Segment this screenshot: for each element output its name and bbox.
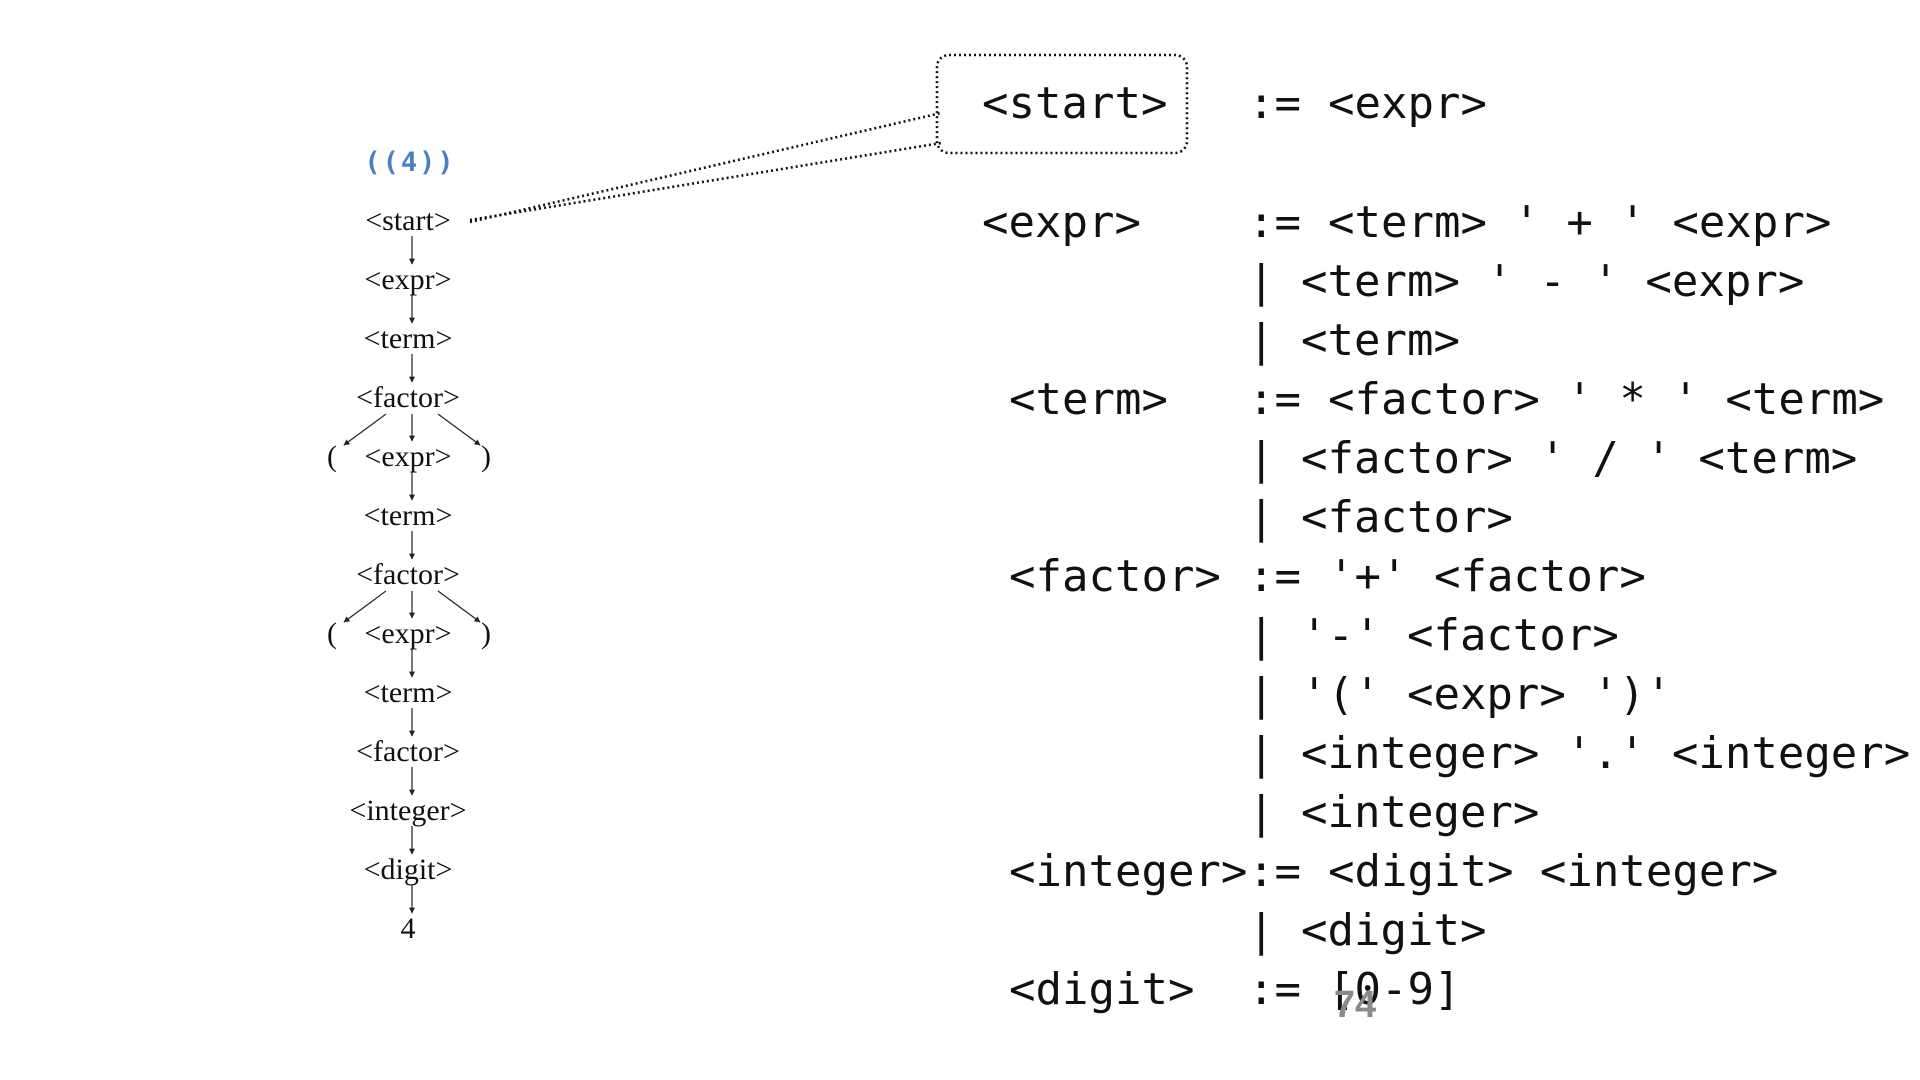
define-op: := — [1248, 197, 1301, 248]
alt-op: | — [1248, 610, 1275, 661]
tree-node-expr: <expr> — [364, 440, 451, 473]
define-op: := — [1248, 551, 1301, 602]
tree-edge — [343, 590, 387, 623]
grammar-lhs-factor: <factor> — [1009, 551, 1221, 602]
tree-node-digit: <digit> — [364, 853, 453, 886]
parse-tree: ((4)) <start> <expr> <term> <factor> ( <… — [327, 147, 491, 945]
tree-node-term: <term> — [364, 676, 453, 709]
alt-op: | — [1248, 905, 1275, 956]
grammar-lhs-start: <start> — [982, 78, 1167, 129]
start-callout — [469, 53, 1189, 224]
alt-op: | — [1248, 787, 1275, 838]
grammar-lhs-digit: <digit> — [1009, 964, 1194, 1015]
alt-op: | — [1248, 256, 1275, 307]
tree-edge — [343, 413, 387, 446]
grammar-rhs: <expr> — [1328, 78, 1487, 129]
tree-node-terminal: 4 — [401, 912, 416, 945]
grammar-rhs: '-' <factor> — [1301, 610, 1619, 661]
define-op: := — [1248, 964, 1301, 1015]
grammar-rhs: <integer> '.' <integer> — [1301, 728, 1910, 779]
input-expression: ((4)) — [364, 147, 455, 178]
grammar-lhs-expr: <expr> — [982, 197, 1141, 248]
grammar-rhs: <integer> — [1301, 787, 1539, 838]
start-highlight-box — [935, 53, 1189, 155]
tree-node-factor: <factor> — [356, 558, 460, 591]
grammar-lhs-integer: <integer> — [1009, 846, 1247, 897]
define-op: := — [1248, 374, 1301, 425]
tree-node-lparen: ( — [327, 617, 337, 650]
tree-node-term: <term> — [364, 322, 453, 355]
grammar-rhs: <term> — [1301, 315, 1460, 366]
tree-node-term: <term> — [364, 499, 453, 532]
grammar-rhs: [0-9] — [1328, 964, 1460, 1015]
grammar-rhs: <factor> ' / ' <term> — [1301, 433, 1857, 484]
grammar-rhs: <digit> — [1301, 905, 1486, 956]
grammar-lhs-term: <term> — [1009, 374, 1168, 425]
tree-node-expr: <expr> — [364, 263, 451, 296]
alt-op: | — [1248, 728, 1275, 779]
tree-node-factor: <factor> — [356, 735, 460, 768]
alt-op: | — [1248, 669, 1275, 720]
tree-node-rparen: ) — [481, 440, 491, 473]
tree-edge — [437, 590, 481, 623]
tree-node-factor: <factor> — [356, 381, 460, 414]
tree-edges — [343, 236, 481, 914]
grammar-rhs: <term> ' - ' <expr> — [1301, 256, 1804, 307]
tree-node-expr: <expr> — [364, 617, 451, 650]
grammar-rhs: '+' <factor> — [1328, 551, 1646, 602]
grammar-rhs: '(' <expr> ')' — [1301, 669, 1672, 720]
callout-connector — [469, 111, 942, 224]
grammar-rhs: <factor> ' * ' <term> — [1328, 374, 1884, 425]
tree-edge — [437, 413, 481, 446]
grammar-rhs: <term> ' + ' <expr> — [1328, 197, 1831, 248]
tree-node-rparen: ) — [481, 617, 491, 650]
tree-node-start: <start> — [365, 204, 451, 237]
grammar-rhs: <digit> <integer> — [1328, 846, 1778, 897]
alt-op: | — [1248, 433, 1275, 484]
alt-op: | — [1248, 492, 1275, 543]
page-number: 74 — [1334, 984, 1376, 1026]
alt-op: | — [1248, 315, 1275, 366]
tree-node-lparen: ( — [327, 440, 337, 473]
grammar-rhs: <factor> — [1301, 492, 1513, 543]
tree-node-integer: <integer> — [349, 794, 466, 827]
define-op: := — [1248, 846, 1301, 897]
define-op: := — [1248, 78, 1301, 129]
grammar: <start> := <expr> <expr> := <term> ' + '… — [982, 78, 1910, 1015]
